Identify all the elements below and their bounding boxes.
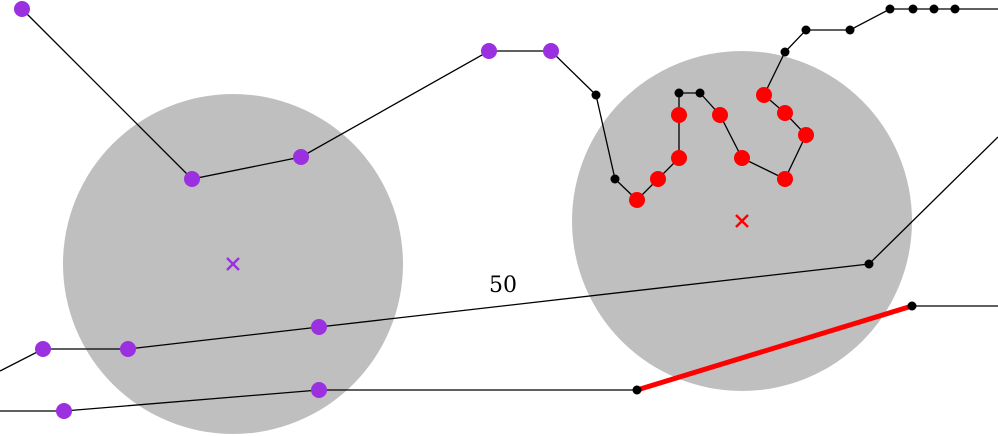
purple-node <box>35 341 51 357</box>
bottom-path <box>0 389 637 412</box>
purple-node <box>56 403 72 419</box>
purple-node <box>14 1 30 17</box>
black-node <box>780 47 790 57</box>
purple-node <box>311 382 327 398</box>
black-node <box>591 90 601 100</box>
red-node <box>777 105 793 121</box>
left-center-cross <box>226 257 240 271</box>
black-node <box>907 301 917 311</box>
black-node <box>801 25 811 35</box>
black-node <box>950 4 960 14</box>
middle-path <box>0 136 998 372</box>
red-node <box>650 171 666 187</box>
red-node <box>756 87 772 103</box>
purple-node <box>184 171 200 187</box>
purple-node <box>311 319 327 335</box>
purple-node <box>481 43 497 59</box>
segment-label: 50 <box>489 273 517 298</box>
purple-node <box>543 43 559 59</box>
black-node <box>929 4 939 14</box>
red-nodes <box>629 87 814 208</box>
black-node <box>632 385 642 395</box>
red-node <box>777 171 793 187</box>
black-nodes <box>591 4 960 395</box>
red-node <box>671 150 687 166</box>
purple-node <box>120 341 136 357</box>
black-node <box>908 4 918 14</box>
black-node <box>885 4 895 14</box>
red-node <box>712 107 728 123</box>
red-node <box>798 127 814 143</box>
red-node <box>734 150 750 166</box>
red-node <box>671 107 687 123</box>
black-node <box>845 25 855 35</box>
right-center-cross <box>735 214 749 228</box>
black-node <box>864 259 874 269</box>
black-node <box>610 174 620 184</box>
black-node <box>695 88 705 98</box>
red-node <box>629 192 645 208</box>
black-node <box>674 88 684 98</box>
purple-nodes <box>14 1 559 419</box>
red-thick-segment <box>636 303 913 393</box>
purple-node <box>293 149 309 165</box>
